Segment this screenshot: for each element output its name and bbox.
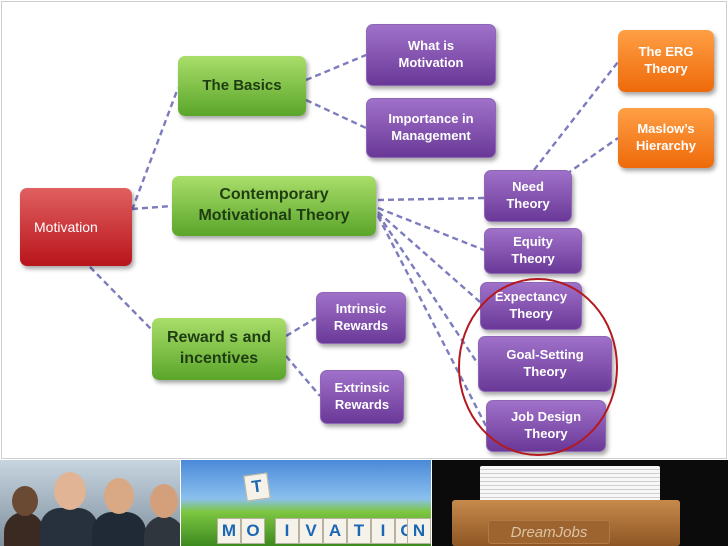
connector-contemporary-equity bbox=[377, 206, 485, 252]
connector-need-erg bbox=[533, 61, 619, 171]
tile-letter: M bbox=[217, 518, 241, 544]
node-intrinsic-rewards: Intrinsic Rewards bbox=[316, 292, 406, 344]
connector-basics-importance bbox=[305, 98, 367, 130]
connector-motivation-basics bbox=[130, 87, 180, 211]
node-contemporary-theory: Contemporary Motivational Theory bbox=[172, 176, 376, 236]
node-the-basics: The Basics bbox=[178, 56, 306, 116]
tile-letter: T bbox=[347, 518, 371, 544]
slide-frame bbox=[1, 1, 727, 459]
tile-letter: V bbox=[299, 518, 323, 544]
tile-letter: N bbox=[407, 518, 431, 544]
connector-rewards-extrinsic bbox=[285, 355, 321, 397]
tile-letter: O bbox=[241, 518, 265, 544]
tile-letter: A bbox=[323, 518, 347, 544]
connector-contemporary-need bbox=[377, 196, 485, 202]
connector-motivation-rewards bbox=[89, 266, 153, 331]
node-equity-theory: Equity Theory bbox=[484, 228, 582, 274]
node-what-is-motivation: What is Motivation bbox=[366, 24, 496, 86]
highlight-circle bbox=[458, 278, 618, 456]
node-need-theory: Need Theory bbox=[484, 170, 572, 222]
tile-top: T bbox=[243, 472, 271, 502]
connector-motivation-contemporary bbox=[131, 204, 173, 211]
tray-label: DreamJobs bbox=[488, 520, 610, 544]
node-extrinsic-rewards: Extrinsic Rewards bbox=[320, 370, 404, 424]
tile-letter: I bbox=[371, 518, 395, 544]
connector-rewards-intrinsic bbox=[285, 316, 317, 338]
connector-basics-whatis bbox=[305, 53, 367, 82]
node-rewards-incentives: Reward s and incentives bbox=[152, 318, 286, 380]
paper-stack bbox=[480, 466, 660, 506]
node-importance-in-management: Importance in Management bbox=[366, 98, 496, 158]
motivation-tiles-photo: T M O I V A T I O N bbox=[181, 460, 431, 546]
business-team-photo bbox=[0, 460, 180, 546]
node-motivation: Motivation bbox=[20, 188, 132, 266]
node-maslows-hierarchy: Maslow’s Hierarchy bbox=[618, 108, 714, 168]
connector-contemporary-expectancy bbox=[377, 211, 481, 303]
node-erg-theory: The ERG Theory bbox=[618, 30, 714, 92]
tile-letter: I bbox=[275, 518, 299, 544]
